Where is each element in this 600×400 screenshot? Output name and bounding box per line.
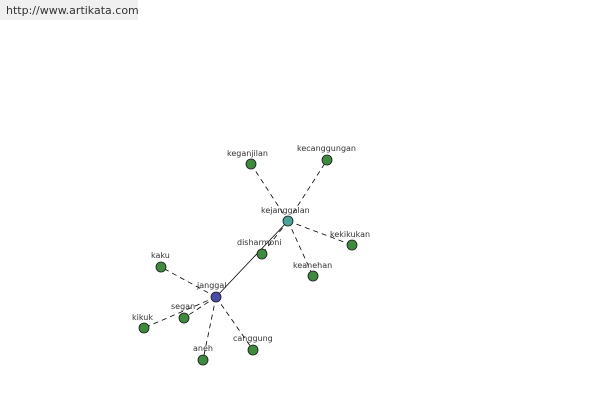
node-kikuk[interactable]: kikuk <box>132 313 153 334</box>
url-bar: http://www.artikata.com <box>0 0 139 20</box>
node-dot-kaku[interactable] <box>155 261 167 273</box>
node-label-keganjilan: keganjilan <box>227 149 268 158</box>
edge-janggal-kaku <box>160 266 217 298</box>
node-dot-segan[interactable] <box>178 312 190 324</box>
node-dot-kecanggungan[interactable] <box>321 154 333 166</box>
node-disharmoni[interactable]: disharmoni <box>237 238 282 260</box>
node-kecanggungan[interactable]: kecanggungan <box>297 144 356 166</box>
edge-kejanggalan-kecanggungan <box>287 159 328 222</box>
edge-janggal-kejanggalan <box>215 220 289 298</box>
node-label-kejanggalan: kejanggalan <box>261 206 310 215</box>
node-label-keanehan: keanehan <box>293 261 332 270</box>
edge-kejanggalan-disharmoni <box>261 220 289 255</box>
node-segan[interactable]: segan <box>171 302 195 324</box>
node-label-kaku: kaku <box>151 251 170 260</box>
edge-janggal-canggung <box>215 296 254 351</box>
node-kekikukan[interactable]: kekikukan <box>330 230 370 251</box>
node-label-janggal: janggal <box>196 281 226 290</box>
node-dot-disharmoni[interactable] <box>256 248 268 260</box>
node-dot-kikuk[interactable] <box>138 322 150 334</box>
graph-edges <box>143 159 353 361</box>
edge-janggal-kikuk <box>143 296 217 329</box>
node-label-disharmoni: disharmoni <box>237 238 282 247</box>
node-dot-keanehan[interactable] <box>307 270 319 282</box>
node-dot-janggal[interactable] <box>210 291 222 303</box>
node-dot-aneh[interactable] <box>197 354 209 366</box>
site-url[interactable]: http://www.artikata.com <box>6 4 139 17</box>
node-dot-kekikukan[interactable] <box>346 239 358 251</box>
edge-kejanggalan-kekikukan <box>287 220 353 246</box>
node-label-kecanggungan: kecanggungan <box>297 144 356 153</box>
edge-janggal-aneh <box>202 296 217 361</box>
node-dot-kejanggalan[interactable] <box>282 215 294 227</box>
node-kejanggalan[interactable]: kejanggalan <box>261 206 310 227</box>
node-label-aneh: aneh <box>193 344 213 353</box>
edge-kejanggalan-keganjilan <box>250 163 289 222</box>
node-label-segan: segan <box>171 302 195 311</box>
node-label-canggung: canggung <box>233 334 273 343</box>
node-aneh[interactable]: aneh <box>193 344 213 366</box>
node-label-kikuk: kikuk <box>132 313 153 322</box>
edge-kejanggalan-keanehan <box>287 220 314 277</box>
node-janggal[interactable]: janggal <box>196 281 226 303</box>
edge-janggal-segan <box>183 296 217 319</box>
node-keanehan[interactable]: keanehan <box>293 261 332 282</box>
node-kaku[interactable]: kaku <box>151 251 170 273</box>
graph-nodes: janggal kejanggalan disharmoni keganjilan ke… <box>132 144 370 366</box>
node-dot-canggung[interactable] <box>247 344 259 356</box>
node-keganjilan[interactable]: keganjilan <box>227 149 268 170</box>
node-canggung[interactable]: canggung <box>233 334 273 356</box>
node-label-kekikukan: kekikukan <box>330 230 370 239</box>
node-dot-keganjilan[interactable] <box>245 158 257 170</box>
